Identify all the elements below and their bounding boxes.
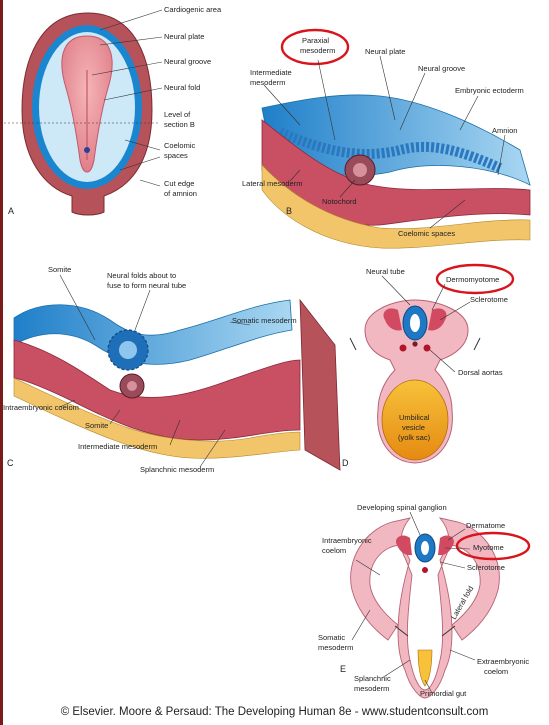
panel-d: Neural tube Dermomyotome Sclerotome Dors… <box>342 265 513 468</box>
ectoderm-sheet-c <box>14 300 292 364</box>
notochord-core <box>353 163 367 177</box>
label-dermomyotome: Dermomyotome <box>446 275 499 284</box>
primitive-node <box>84 147 90 153</box>
arrow-right-d <box>474 338 480 350</box>
label-somatic-e: Somatic <box>318 633 345 642</box>
label-yolk-sac: (yolk sac) <box>398 433 431 442</box>
dorsal-aorta-e <box>422 567 428 573</box>
label-intraembryonic-coelom-c: Intraembryonic coelom <box>3 403 79 412</box>
dermatome-right <box>438 536 454 556</box>
panel-e: Developing spinal ganglion Dermatome Int… <box>318 503 529 698</box>
label-neural-fold-a: Neural fold <box>164 83 200 92</box>
label-dorsal-aortas: Dorsal aortas <box>458 368 503 377</box>
label-splanchnic-e: Splanchnic <box>354 674 391 683</box>
copyright-credit: © Elsevier. Moore & Persaud: The Develop… <box>0 706 549 718</box>
panel-a: Cardiogenic area Neural plate Neural gro… <box>0 5 222 216</box>
neural-canal-d <box>410 314 420 332</box>
label-section-b: section B <box>164 120 195 129</box>
label-neural-plate-b: Neural plate <box>365 47 405 56</box>
notochord-d <box>412 341 417 346</box>
label-level-of: Level of <box>164 110 191 119</box>
label-lateral-mesoderm: Lateral mesoderm <box>242 179 302 188</box>
label-sclerotome-e: Sclerotome <box>467 563 505 572</box>
label-splanchnic-mesoderm-e: mesoderm <box>354 684 389 693</box>
label-somite-c-bottom: Somite <box>85 421 108 430</box>
neural-canal-c <box>119 341 137 359</box>
amnion-wall-c <box>300 300 340 470</box>
notochord-c-core <box>127 381 137 391</box>
label-intraembryonic-e: Intraembryonic <box>322 536 372 545</box>
label-umbilical: Umbilical <box>399 413 430 422</box>
panel-letter-c: C <box>7 458 14 468</box>
label-cut-edge: Cut edge <box>164 179 194 188</box>
label-coelomic: Coelomic <box>164 141 196 150</box>
label-embryonic-ectoderm: Embryonic ectoderm <box>455 86 524 95</box>
dorsal-aorta-left <box>400 345 407 352</box>
label-cardiogenic-area: Cardiogenic area <box>164 5 222 14</box>
label-myotome: Myotome <box>473 543 504 552</box>
label-sclerotome-d: Sclerotome <box>470 295 508 304</box>
label-neural-tube-d: Neural tube <box>366 267 405 276</box>
label-mesoderm-paraxial: mesoderm <box>300 46 335 55</box>
panel-letter-a: A <box>8 206 14 216</box>
label-amnion: Amnion <box>492 126 517 135</box>
label-somite-c-top: Somite <box>48 265 71 274</box>
label-mesoderm-intermediate: mesoderm <box>250 78 285 87</box>
panel-b: Paraxial mesoderm Neural plate Neural gr… <box>242 30 530 248</box>
label-neural-plate-a: Neural plate <box>164 32 204 41</box>
label-coelom-e: coelom <box>322 546 346 555</box>
label-spinal-ganglion: Developing spinal ganglion <box>357 503 447 512</box>
label-intermediate-mesoderm-c: Intermediate mesoderm <box>78 442 157 451</box>
label-fuse-neural-tube: fuse to form neural tube <box>107 281 186 290</box>
label-somatic-mesoderm-c: Somatic mesoderm <box>232 316 297 325</box>
panel-letter-d: D <box>342 458 349 468</box>
label-notochord: Notochord <box>322 197 357 206</box>
dorsal-aorta-right <box>424 345 431 352</box>
panel-letter-e: E <box>340 664 346 674</box>
neural-canal-e <box>421 541 429 555</box>
label-vesicle: vesicle <box>402 423 425 432</box>
panel-c: Somite Neural folds about to fuse to for… <box>3 265 340 474</box>
label-neural-folds: Neural folds about to <box>107 271 176 280</box>
label-coelomic-spaces: Coelomic spaces <box>398 229 455 238</box>
label-extraembryonic: Extraembryonic <box>477 657 529 666</box>
dermatome-left <box>396 536 412 556</box>
panel-letter-b: B <box>286 206 292 216</box>
label-dermatome: Dermatome <box>466 521 505 530</box>
label-splanchnic-mesoderm-c: Splanchnic mesoderm <box>140 465 214 474</box>
arrow-left-d <box>350 338 356 350</box>
label-intermediate: Intermediate <box>250 68 292 77</box>
label-of-amnion: of amnion <box>164 189 197 198</box>
label-somatic-mesoderm-e: mesoderm <box>318 643 353 652</box>
label-neural-groove-a: Neural groove <box>164 57 211 66</box>
label-paraxial: Paraxial <box>302 36 329 45</box>
label-neural-groove-b: Neural groove <box>418 64 465 73</box>
label-primordial-gut: Primordial gut <box>420 689 467 698</box>
label-spaces: spaces <box>164 151 188 160</box>
label-extraembryonic-coelom: coelom <box>484 667 508 676</box>
